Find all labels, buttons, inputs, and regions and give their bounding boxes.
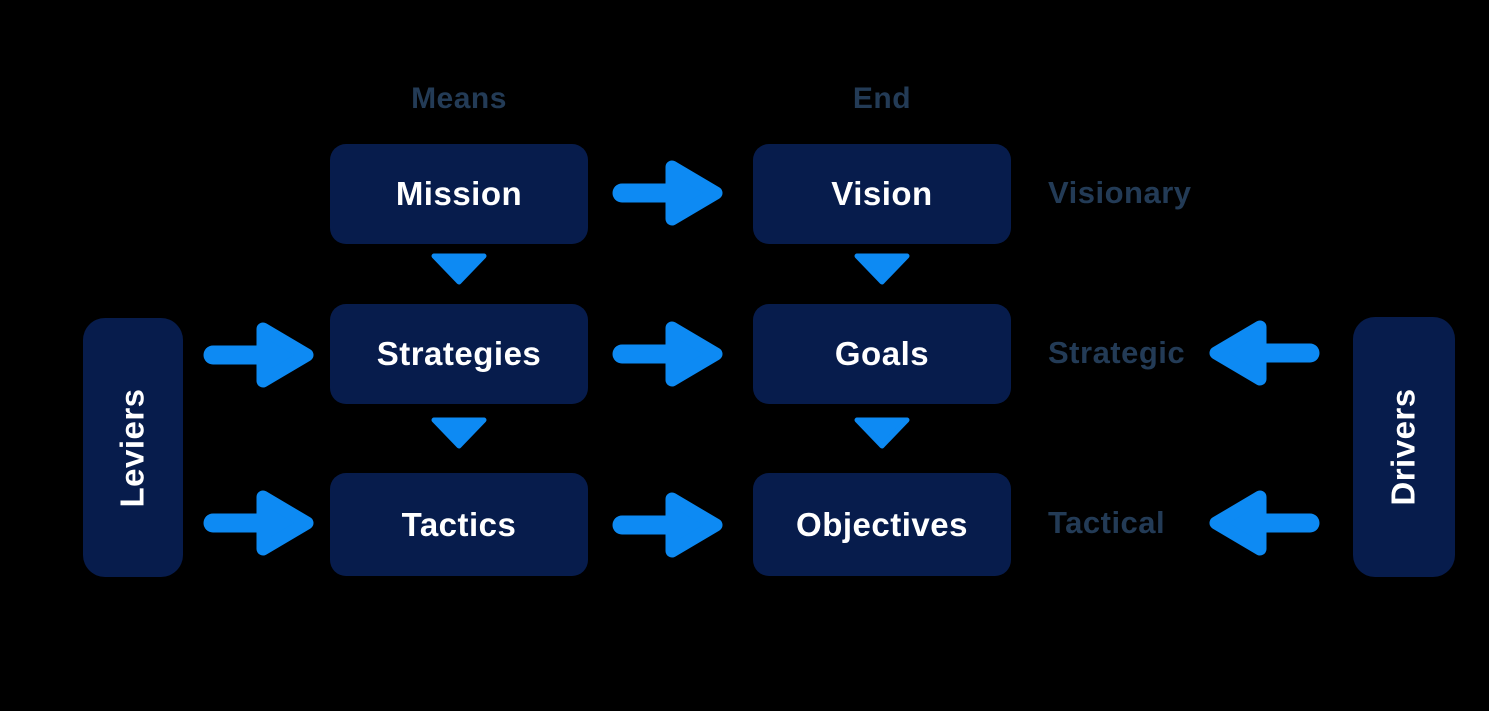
box-mission: Mission [330, 144, 588, 244]
box-leviers-label: Leviers [114, 387, 151, 508]
box-mission-label: Mission [395, 175, 523, 212]
arrow-right-icon [203, 322, 314, 388]
arrow-down-icon [854, 253, 910, 285]
arrow-down-icon [431, 253, 487, 285]
arrow-right-icon [612, 321, 723, 387]
box-strategies-label: Strategies [376, 335, 542, 372]
box-tactics: Tactics [330, 473, 588, 576]
row-label-tactical: Tactical [1048, 505, 1166, 540]
arrow-right-icon [203, 490, 314, 556]
arrow-left-icon [1209, 490, 1320, 556]
box-drivers: Drivers [1353, 317, 1455, 577]
arrow-down-icon [854, 417, 910, 449]
box-drivers-label: Drivers [1385, 388, 1422, 506]
box-tactics-label: Tactics [401, 505, 517, 543]
arrow-left-icon [1209, 320, 1320, 386]
box-objectives: Objectives [753, 473, 1011, 576]
box-vision-label: Vision [831, 175, 933, 212]
row-label-strategic: Strategic [1048, 335, 1186, 370]
arrow-right-icon [612, 492, 723, 558]
arrow-down-icon [431, 417, 487, 449]
box-strategies: Strategies [330, 304, 588, 404]
box-goals: Goals [753, 304, 1011, 404]
column-header-end: End [852, 82, 912, 115]
box-objectives-label: Objectives [796, 505, 968, 543]
arrow-right-icon [612, 160, 723, 226]
box-leviers: Leviers [83, 318, 183, 577]
box-vision: Vision [753, 144, 1011, 244]
box-goals-label: Goals [834, 335, 930, 372]
column-header-means: Means [411, 82, 507, 115]
row-label-visionary: Visionary [1048, 175, 1192, 210]
